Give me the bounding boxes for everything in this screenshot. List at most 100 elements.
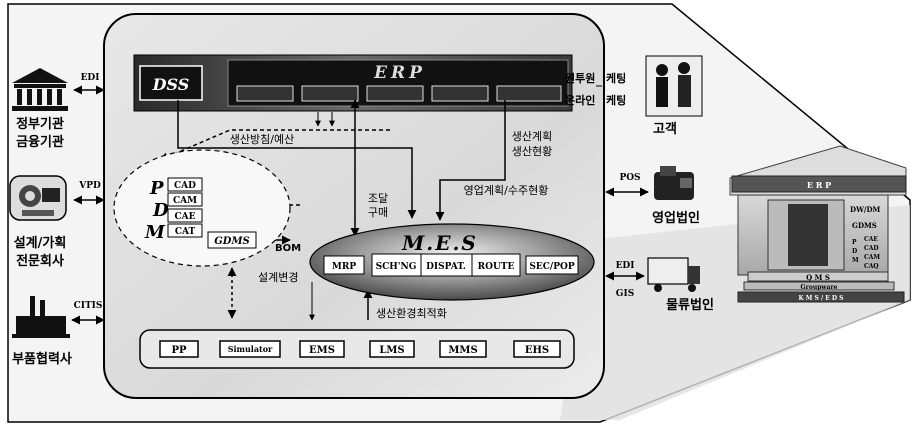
mes-group: M.E.S MRP SCH'NG DISPAT. ROUTE SEC/POP bbox=[309, 223, 595, 301]
building-pdm-m: M bbox=[852, 257, 859, 264]
pdm-tool-cae-label: CAE bbox=[174, 212, 195, 222]
procure-text-1: 조달 bbox=[368, 192, 388, 205]
gov-label-1: 정부기관 bbox=[16, 116, 64, 132]
pdm-tool-cam[interactable] bbox=[167, 192, 203, 207]
pdm-tool-cae[interactable] bbox=[167, 208, 203, 223]
sec-pop-box[interactable] bbox=[525, 255, 579, 275]
mes-cell-route[interactable]: ROUTE bbox=[478, 262, 515, 272]
pdm-tool-cam-label: CAM bbox=[173, 196, 197, 206]
dss-label: DSS bbox=[152, 75, 190, 94]
erp-module-3[interactable] bbox=[366, 85, 424, 102]
erp-module-1[interactable] bbox=[236, 85, 294, 102]
customer-line1a: 원투원 bbox=[565, 71, 595, 85]
erp-module-2[interactable] bbox=[301, 85, 359, 102]
prod-plan-text-1: 생산계획 bbox=[512, 130, 552, 143]
parts-label: 부품협력사 bbox=[12, 351, 72, 367]
building-tool-cam: CAM bbox=[864, 254, 880, 261]
design-label-1: 설계/가획 bbox=[14, 235, 67, 251]
parts-supplier-entity: 부품협력사 CITIS bbox=[12, 296, 105, 367]
logistics-link-gis: GIS bbox=[616, 289, 634, 299]
pos-terminal-icon bbox=[654, 166, 694, 200]
prod-plan-text-2: 생산현황 bbox=[512, 145, 552, 158]
customer-entity: 원투원 케팅 온라인 케팅 고객 bbox=[565, 55, 703, 137]
module-mms[interactable] bbox=[439, 340, 487, 358]
pdm-letter-m: M bbox=[144, 222, 166, 243]
module-mms-label: MMS bbox=[448, 345, 477, 356]
sales-label: 영업법인 bbox=[652, 210, 700, 226]
sales-link-pos: POS bbox=[619, 173, 640, 183]
customer-label: 고객 bbox=[653, 121, 677, 137]
building-gdms-label: GDMS bbox=[852, 221, 877, 230]
mrp-label: MRP bbox=[332, 262, 356, 272]
bottom-module-row: PP Simulator EMS LMS MMS EHS bbox=[139, 329, 575, 369]
env-opt-text: 생산환경최적화 bbox=[376, 307, 447, 320]
customer-line2a: 온라인 bbox=[565, 93, 595, 107]
mes-cell-scheduling[interactable]: SCH'NG bbox=[376, 262, 417, 272]
erp-module-4[interactable] bbox=[431, 85, 489, 102]
sec-pop-label: SEC/POP bbox=[529, 262, 574, 272]
gov-link-edi: EDI bbox=[81, 73, 100, 83]
design-label-2: 전문회사 bbox=[16, 253, 64, 269]
building-erp-label: E R P bbox=[807, 180, 831, 190]
building-qms-label: Q M S bbox=[806, 273, 830, 282]
logistics-label: 물류법인 bbox=[666, 297, 714, 313]
truck-icon bbox=[647, 257, 700, 292]
factory-icon bbox=[12, 296, 70, 338]
logistics-link-edi: EDI bbox=[616, 261, 635, 271]
building-pdm-d: D bbox=[852, 248, 857, 255]
module-simulator-label: Simulator bbox=[228, 344, 273, 354]
design-link-vpd: VPD bbox=[78, 181, 101, 191]
customer-line1b: 케팅 bbox=[606, 71, 626, 85]
design-firm-entity: 설계/가획 전문회사 VPD bbox=[9, 175, 105, 269]
pdm-letter-d: D bbox=[152, 200, 169, 221]
flow-lines bbox=[159, 99, 506, 321]
mes-title: M.E.S bbox=[401, 231, 478, 255]
building-pdm-p: P bbox=[852, 239, 857, 246]
module-lms-label: LMS bbox=[379, 345, 404, 356]
parts-link-citis: CITIS bbox=[74, 301, 103, 311]
logistics-entity: EDI GIS 물류법인 bbox=[605, 257, 714, 313]
bom-text: BOM bbox=[275, 243, 301, 254]
building-tool-caq: CAQ bbox=[864, 263, 879, 270]
erp-title: ERP bbox=[373, 63, 426, 83]
pdm-tool-cat-label: CAT bbox=[175, 227, 196, 237]
mrp-box[interactable] bbox=[323, 255, 365, 275]
mes-cell-box bbox=[371, 253, 521, 277]
building-dwdm-label: DW/DM bbox=[850, 205, 881, 214]
pdm-tool-cad-label: CAD bbox=[174, 181, 196, 191]
government-bank-entity: 정부기관 금융기관 EDI bbox=[12, 68, 105, 150]
module-ehs-label: EHS bbox=[525, 345, 549, 356]
gdms-label: GDMS bbox=[214, 236, 250, 247]
module-simulator[interactable] bbox=[219, 340, 281, 358]
procure-text-2: 구매 bbox=[368, 206, 388, 219]
sales-plan-text: 영업계획/수주현황 bbox=[464, 184, 549, 197]
building-groupware-label: Groupware bbox=[801, 284, 838, 291]
pdm-tool-cad[interactable] bbox=[167, 177, 203, 192]
mes-cell-dispatch[interactable]: DISPAT. bbox=[426, 262, 466, 272]
module-pp-label: PP bbox=[171, 345, 187, 356]
gov-label-2: 금융기관 bbox=[16, 134, 64, 150]
plan-budget-text: 생산방침/예산 bbox=[230, 133, 294, 146]
building-tool-cad: CAD bbox=[864, 245, 879, 252]
bank-building-icon bbox=[12, 68, 68, 111]
pdm-group: P D M CAD CAM CAE CAT GDMS bbox=[113, 149, 291, 267]
pdm-tool-cat[interactable] bbox=[167, 223, 203, 238]
module-ems-label: EMS bbox=[309, 345, 335, 356]
building-tool-cae: CAE bbox=[864, 236, 878, 243]
gdms-box[interactable] bbox=[207, 231, 257, 249]
design-workstation-icon bbox=[9, 175, 67, 221]
building-kms-label: K M S / E D S bbox=[798, 295, 843, 302]
module-ems[interactable] bbox=[299, 340, 345, 358]
module-lms[interactable] bbox=[369, 340, 415, 358]
customer-line2b: 케팅 bbox=[606, 93, 626, 107]
erp-module-5[interactable] bbox=[496, 85, 562, 102]
design-change-text: 설계변경 bbox=[258, 271, 298, 284]
sales-entity: POS 영업법인 bbox=[605, 166, 700, 226]
erp-bar: DSS ERP bbox=[133, 54, 573, 112]
module-pp[interactable] bbox=[159, 340, 199, 358]
pdm-letter-p: P bbox=[149, 178, 164, 199]
module-ehs[interactable] bbox=[513, 340, 561, 358]
dss-box[interactable] bbox=[139, 65, 203, 101]
enterprise-building: E R P DW/DM GDMS P D M CAE CAD CAM CAQ Q… bbox=[729, 145, 907, 303]
